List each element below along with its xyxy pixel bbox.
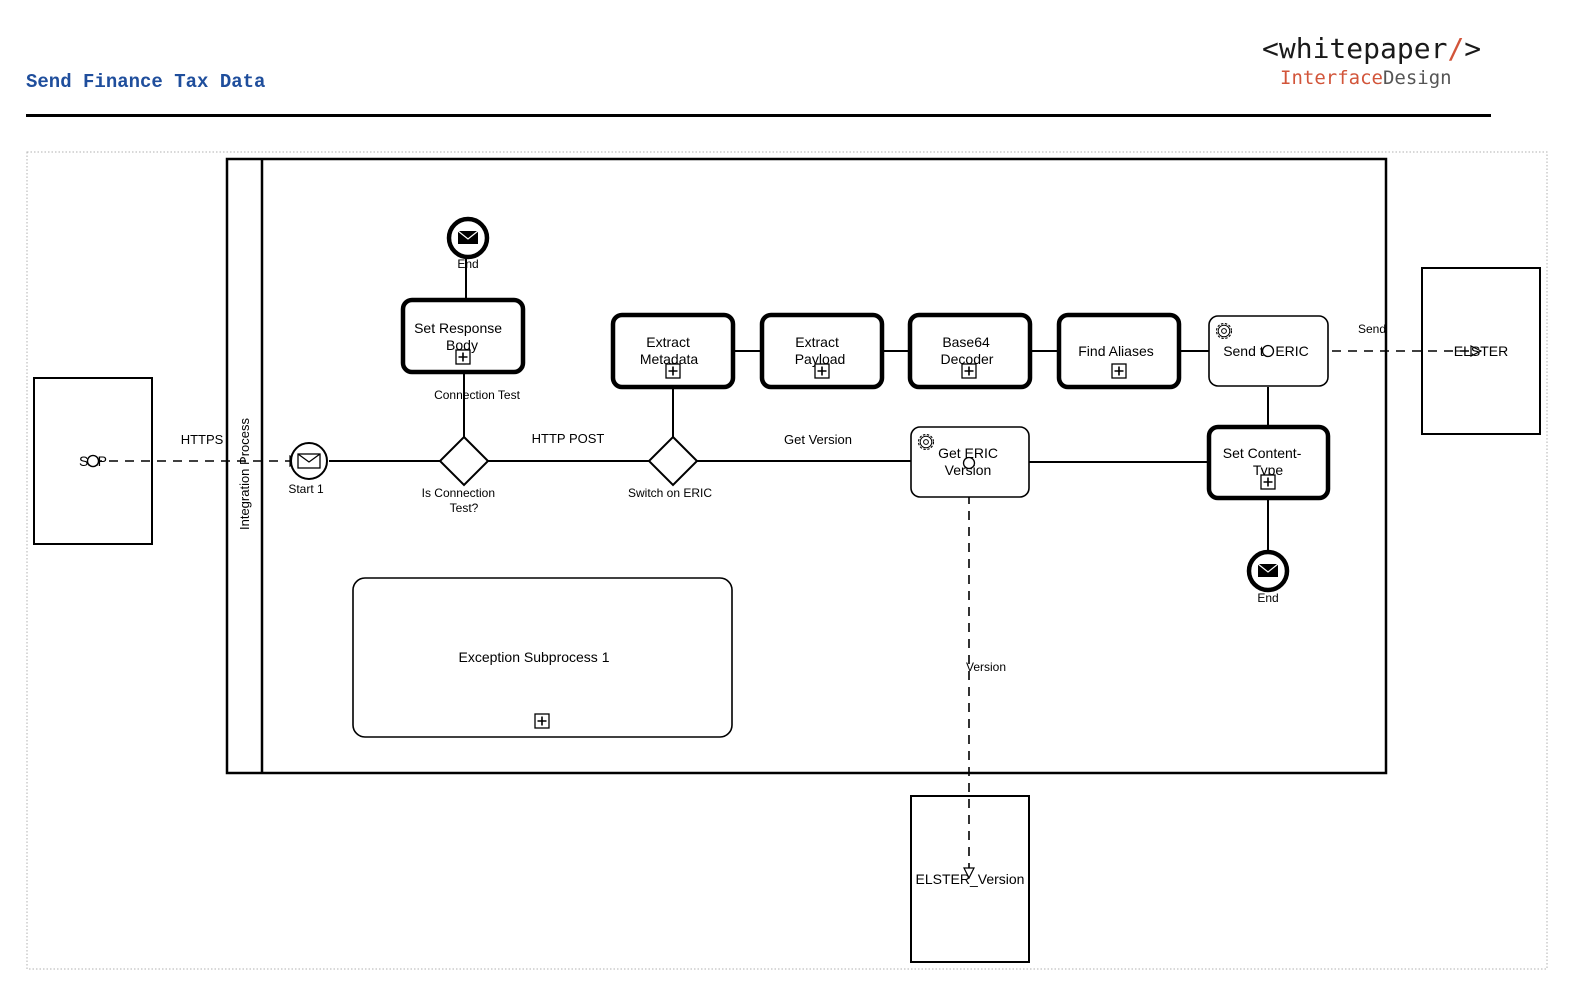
https-label: HTTPS: [181, 432, 224, 447]
send-flow-origin-marker: [1261, 344, 1275, 358]
logo-suffix: >: [1464, 32, 1482, 65]
start-event-label: Start 1: [288, 482, 324, 496]
task-label: Set Response Body: [414, 320, 506, 353]
task-set-content-type[interactable]: Set Content- Type: [1206, 424, 1331, 501]
task-label: Base64 Decoder: [941, 334, 994, 367]
gateway-diamond: [647, 435, 699, 487]
gateway-switch-on-eric-label: Switch on ERIC: [628, 486, 712, 500]
gateway-diamond: [438, 435, 490, 487]
expand-icon: [1111, 363, 1127, 379]
integration-process-pool[interactable]: Integration Process: [225, 157, 1388, 775]
participant-elster[interactable]: ELSTER: [1421, 267, 1541, 435]
title-divider: [26, 114, 1491, 117]
http-post-label: HTTP POST: [532, 431, 605, 446]
task-box: [1056, 312, 1182, 390]
logo-slash: /: [1447, 32, 1465, 65]
expand-icon: [455, 349, 471, 365]
end-event-bottom[interactable]: End: [1246, 549, 1290, 605]
envelope-filled-icon: [457, 230, 479, 244]
task-box: [400, 297, 526, 375]
task-set-response-body[interactable]: Set Response Body: [400, 297, 526, 375]
task-box: [907, 312, 1033, 390]
exception-subprocess[interactable]: Exception Subprocess 1: [352, 577, 733, 738]
logo-subtitle: InterfaceDesign: [1280, 67, 1452, 89]
task-base64-decoder[interactable]: Base64 Decoder: [907, 312, 1033, 390]
task-find-aliases[interactable]: Find Aliases: [1056, 312, 1182, 390]
elster-label: ELSTER: [1454, 343, 1508, 359]
expand-icon: [534, 713, 550, 729]
task-box: [759, 312, 885, 390]
task-label: Extract Metadata: [640, 334, 699, 367]
sequence-flows: [329, 257, 1269, 552]
expand-icon: [814, 363, 830, 379]
elster-box: [1421, 267, 1541, 435]
get-version-label: Get Version: [784, 432, 852, 447]
logo-sub-accent: Interface: [1280, 67, 1383, 89]
logo-wordmark: <whitepaper/>: [1262, 32, 1481, 65]
task-label: Get ERIC Version: [938, 445, 1002, 478]
task-box: [1206, 424, 1331, 501]
send-label: Send: [1358, 322, 1386, 336]
elster-version-box: [910, 795, 1030, 963]
start-event[interactable]: Start 1: [288, 442, 328, 496]
pool-label: Integration Process: [237, 418, 252, 531]
participant-elster-version[interactable]: ELSTER_Version: [910, 795, 1030, 963]
flow-labels: HTTPS Connection Test HTTP POST Get Vers…: [181, 322, 1386, 674]
elster-version-label: ELSTER_Version: [916, 871, 1025, 887]
end-event-top-label: End: [457, 257, 478, 271]
page-title: Send Finance Tax Data: [26, 71, 266, 93]
https-flow-origin-marker: [86, 454, 100, 468]
sap-box: [33, 377, 153, 545]
end-event-top[interactable]: End: [446, 216, 490, 271]
version-flow-origin-marker: [962, 456, 976, 470]
envelope-icon: [297, 453, 321, 469]
gateway-switch-on-eric[interactable]: Switch on ERIC: [628, 435, 712, 500]
connection-test-label: Connection Test: [434, 388, 521, 402]
logo-sub-rest: Design: [1382, 67, 1452, 89]
gateway-is-connection-test-label: Is Connection Test?: [422, 486, 499, 515]
task-box: [610, 312, 736, 390]
pool-border: [225, 157, 1388, 775]
task-extract-payload[interactable]: Extract Payload: [759, 312, 885, 390]
task-label: Set Content- Type: [1223, 445, 1306, 478]
task-label: Extract Payload: [795, 334, 846, 367]
version-label: Version: [966, 660, 1006, 674]
expand-icon: [665, 363, 681, 379]
logo-prefix: <whitepaper: [1262, 32, 1448, 65]
task-extract-metadata[interactable]: Extract Metadata: [610, 312, 736, 390]
end-event-bottom-label: End: [1257, 591, 1278, 605]
gateway-is-connection-test[interactable]: Is Connection Test?: [422, 435, 499, 515]
whitepaper-logo: <whitepaper/> InterfaceDesign: [1262, 32, 1502, 92]
task-label: Find Aliases: [1078, 343, 1153, 359]
subprocess-label: Exception Subprocess 1: [459, 649, 610, 665]
canvas-frame: [26, 151, 1548, 970]
expand-icon: [961, 363, 977, 379]
subprocess-box: [352, 577, 733, 738]
envelope-filled-icon: [1257, 563, 1279, 577]
expand-icon: [1260, 474, 1276, 490]
